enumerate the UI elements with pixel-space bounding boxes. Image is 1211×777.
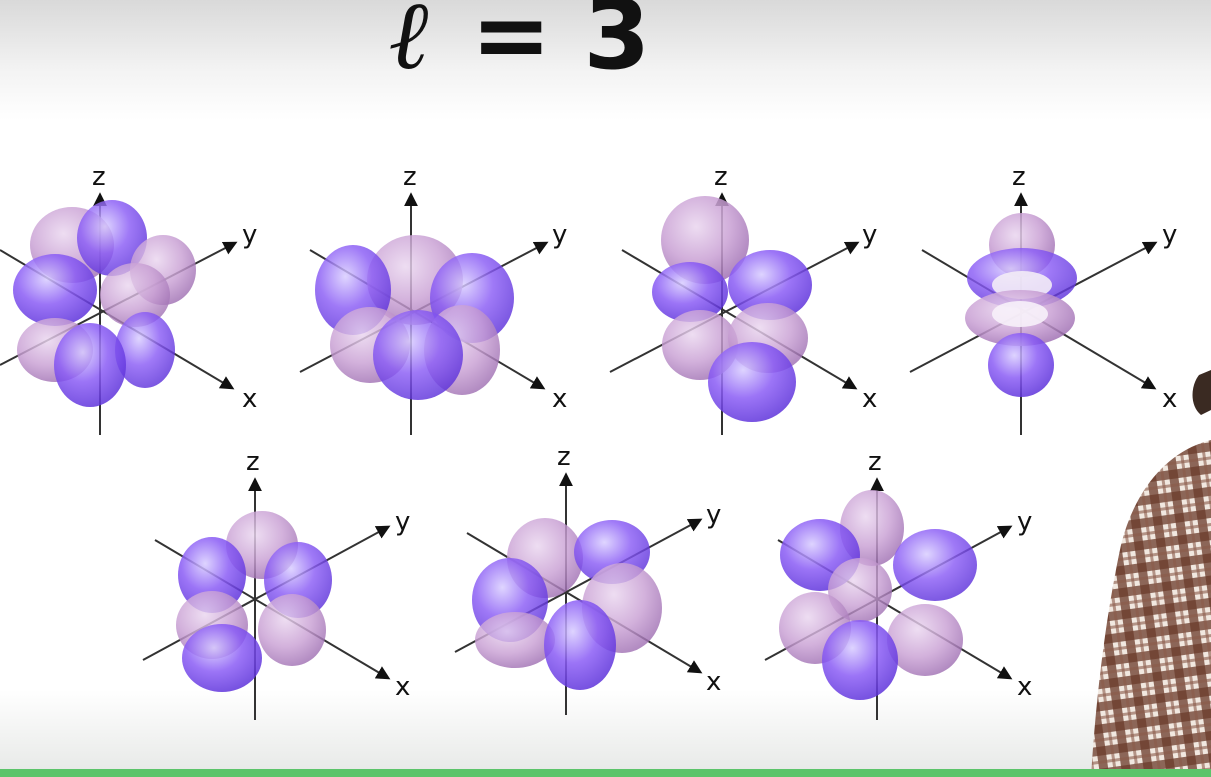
x-label: x — [552, 384, 567, 414]
lobe-blue — [373, 310, 463, 400]
y-label: y — [706, 500, 721, 530]
y-label: y — [552, 220, 567, 250]
z-label: z — [868, 447, 882, 477]
presenter — [1091, 370, 1211, 777]
y-axis — [609, 241, 860, 373]
z-label: z — [92, 162, 106, 192]
y-label: y — [395, 507, 410, 537]
lobe-pink — [828, 558, 892, 622]
orbital-1: z y x — [0, 162, 257, 435]
y-label: y — [1017, 507, 1032, 537]
x-label: x — [706, 667, 721, 697]
accent-strip — [0, 769, 1211, 777]
x-label: x — [242, 384, 257, 414]
lobe-pink — [258, 594, 326, 666]
orbital-2: z y x — [299, 162, 567, 435]
title-letter: ℓ — [390, 0, 436, 91]
title-equals: = — [471, 0, 556, 91]
lobe-blue — [988, 333, 1054, 397]
z-label: z — [557, 442, 571, 472]
presenter-hair — [1192, 370, 1211, 415]
y-label: y — [862, 220, 877, 250]
z-label: z — [1012, 162, 1026, 192]
title-value: 3 — [583, 0, 655, 91]
lobe-blue — [728, 250, 812, 320]
lobe-blue — [182, 624, 262, 692]
presenter-shirt — [1091, 440, 1211, 777]
z-label: z — [714, 162, 728, 192]
orbital-5: z y x — [142, 447, 410, 720]
x-label: x — [1017, 672, 1032, 702]
orbital-7: z y x — [764, 447, 1032, 720]
lobe-blue — [178, 537, 246, 613]
lobe-pink — [661, 196, 749, 284]
orbital-3: z y x — [609, 162, 877, 435]
orbital-4: z y x — [909, 162, 1177, 435]
y-label: y — [1162, 220, 1177, 250]
y-label: y — [242, 220, 257, 250]
lobe-blue — [13, 254, 97, 326]
orbital-6: z y x — [454, 442, 721, 715]
lobe-pink — [475, 612, 555, 668]
x-label: x — [395, 672, 410, 702]
z-label: z — [403, 162, 417, 192]
lobe-blue — [77, 200, 147, 276]
slide-title: ℓ = 3 — [390, 0, 690, 91]
lobe-blue — [708, 342, 796, 422]
lobe-blue — [54, 323, 126, 407]
x-label: x — [862, 384, 877, 414]
torus-hole — [992, 301, 1048, 327]
lobe-blue — [822, 620, 898, 700]
lobe-blue — [893, 529, 977, 601]
lobe-blue — [115, 312, 175, 388]
lobe-blue — [544, 600, 616, 690]
z-label: z — [246, 447, 260, 477]
x-label: x — [1162, 384, 1177, 414]
lobe-pink — [100, 263, 170, 327]
lobe-blue — [652, 262, 728, 322]
lobe-pink — [887, 604, 963, 676]
